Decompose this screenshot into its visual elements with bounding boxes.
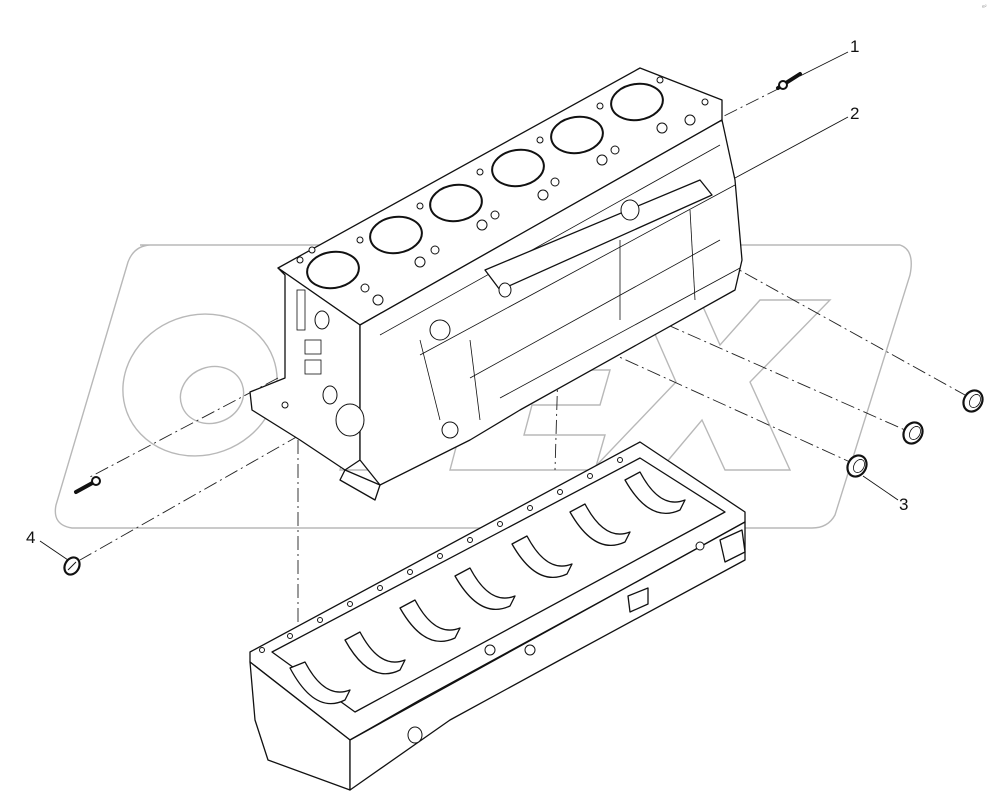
leader-lines [39,51,899,561]
crankcase-lower[interactable] [249,441,746,791]
callout-2: 2 [850,104,859,123]
bearing-saddles [289,471,686,705]
callout-3: 3 [899,495,908,514]
callout-labels: 1 2 3 4 [26,37,908,547]
bolt-left[interactable] [74,476,101,494]
callout-4: 4 [26,528,35,547]
plug-4[interactable] [61,555,82,578]
bolt-1[interactable] [776,72,802,90]
rim-holes [259,457,705,656]
cylinder-block[interactable] [249,67,743,501]
plug-3c[interactable] [844,452,871,480]
deck-holes [296,76,709,306]
plug-3a[interactable] [960,387,987,415]
cylinder-bores [306,82,664,290]
callout-1: 1 [850,37,859,56]
corner-mark: e² [982,4,993,10]
plug-3b[interactable] [900,419,927,447]
